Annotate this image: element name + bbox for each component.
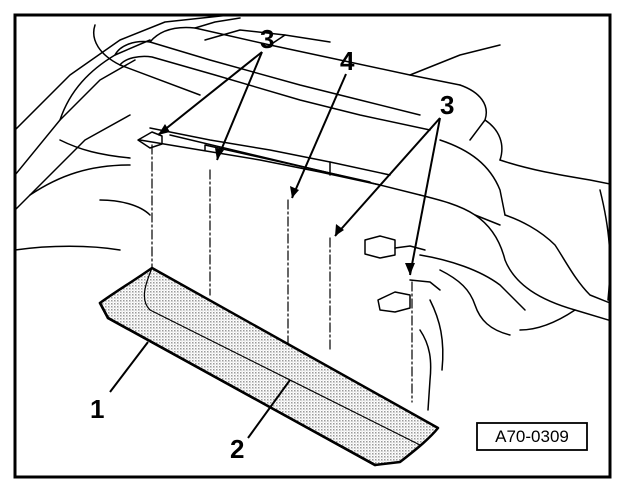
- callout-3-left: 3: [260, 24, 274, 54]
- reference-code-box: [476, 422, 588, 451]
- callout-1: 1: [90, 394, 104, 424]
- arrowheads: [158, 124, 415, 275]
- reference-code: A70-0309: [495, 427, 569, 446]
- callout-2: 2: [230, 434, 244, 464]
- callout-4: 4: [340, 46, 355, 76]
- leader-lines: [109, 51, 441, 439]
- roof-panel-outline: [15, 15, 610, 411]
- cover-strip: [98, 266, 440, 467]
- callout-3-right: 3: [440, 90, 454, 120]
